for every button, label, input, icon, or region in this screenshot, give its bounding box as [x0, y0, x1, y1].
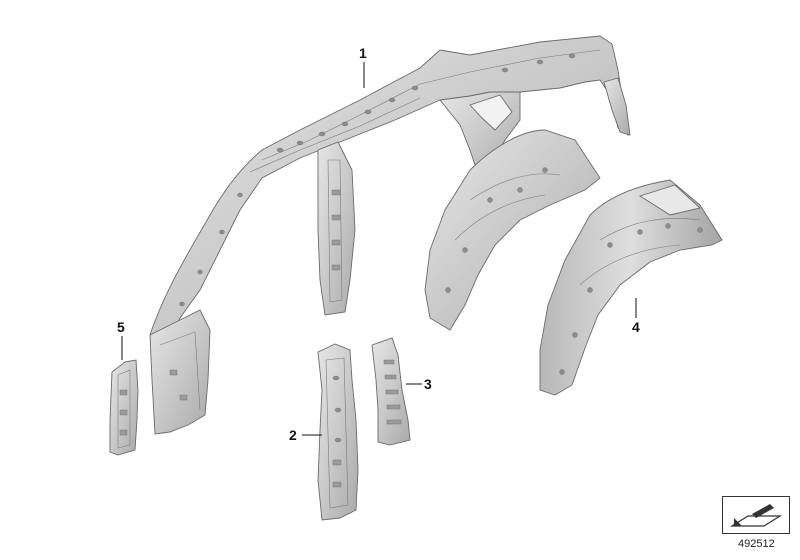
- part-2-holes: [332, 375, 342, 488]
- reference-number: 492512: [738, 538, 775, 550]
- part-5-holes: [119, 389, 128, 436]
- part-3-slots: [383, 359, 402, 425]
- part-2-b-pillar-reinforcement[interactable]: [317, 343, 359, 521]
- part-3-bracket[interactable]: [371, 337, 411, 446]
- part-4-wheel-arch[interactable]: [539, 179, 723, 396]
- callout-number-5: 5: [117, 319, 125, 335]
- part-1-holes: [169, 53, 576, 401]
- callout-number-2: 2: [289, 427, 297, 443]
- callout-number-1: 1: [359, 45, 367, 61]
- part-5-lower-reinforcement[interactable]: [109, 359, 139, 456]
- part-4-holes: [559, 223, 703, 375]
- callout-number-4: 4: [632, 319, 640, 335]
- part-1-side-frame[interactable]: [149, 35, 631, 435]
- view-orientation-icon: [722, 496, 790, 534]
- callout-number-3: 3: [424, 376, 432, 392]
